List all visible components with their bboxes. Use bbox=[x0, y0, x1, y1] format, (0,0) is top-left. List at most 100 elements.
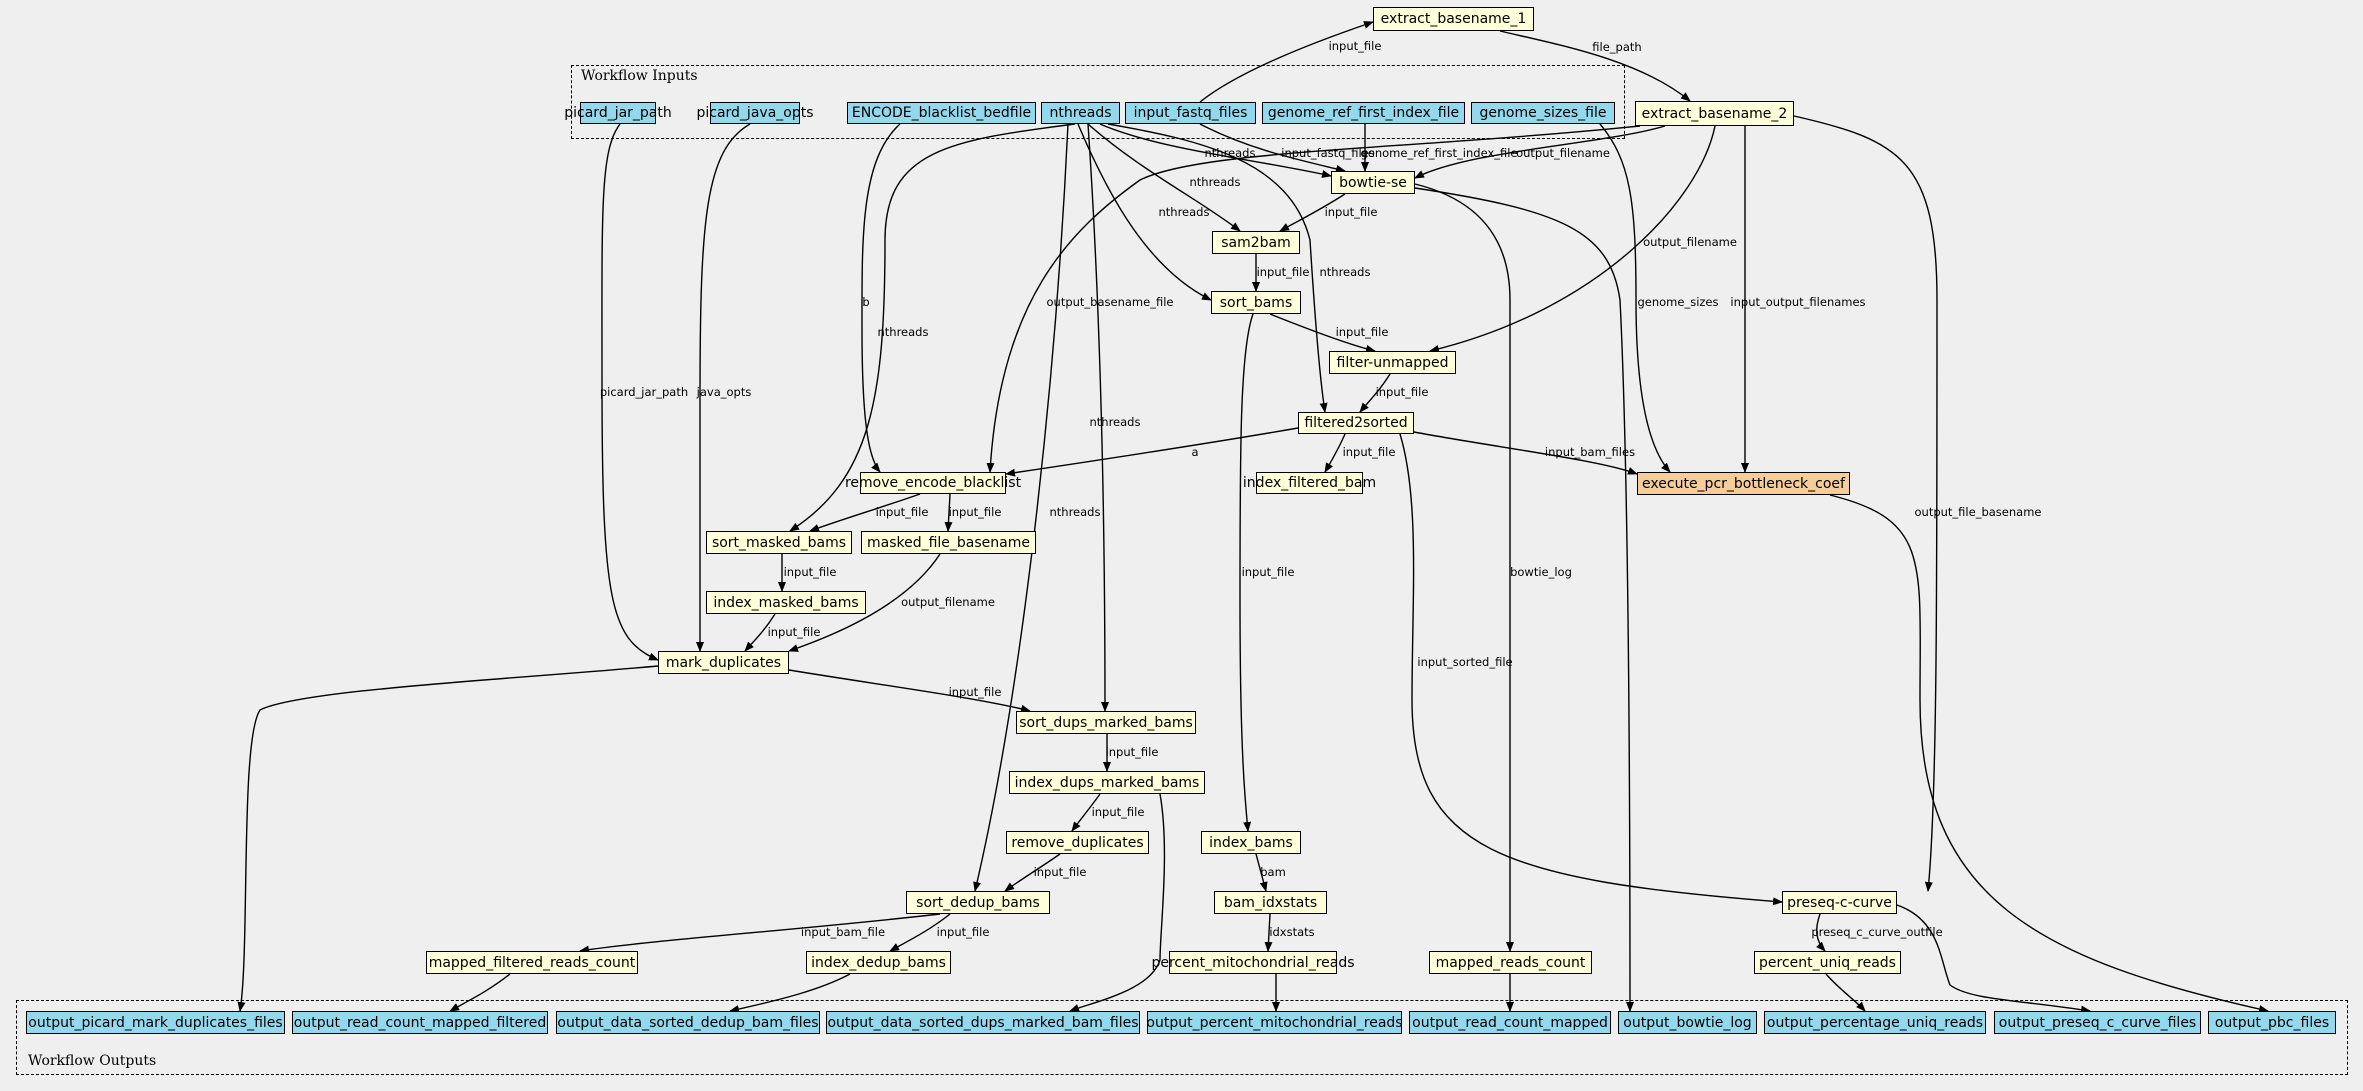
input-node-genome-ref-first-index-file[interactable]: genome_ref_first_index_file bbox=[1262, 102, 1465, 124]
edge-label: input_file bbox=[1329, 39, 1382, 53]
edge-nthreads-to-sort_dups_marked_bams bbox=[1087, 123, 1109, 712]
edge-label: nthreads bbox=[1320, 265, 1371, 279]
output-node-output-bowtie-log[interactable]: output_bowtie_log bbox=[1618, 1011, 1757, 1034]
workflow-inputs-label: Workflow Inputs bbox=[581, 68, 698, 84]
edge-extract_basename_2-to-bowtie_se bbox=[1414, 125, 1666, 179]
input-node-genome-sizes-file[interactable]: genome_sizes_file bbox=[1471, 102, 1615, 124]
input-node-input-fastq-files[interactable]: input_fastq_files bbox=[1125, 102, 1256, 124]
step-node-sort-bams[interactable]: sort_bams bbox=[1211, 291, 1301, 314]
edge-sort_dedup_bams-to-mapped_filtered_reads_count bbox=[579, 913, 941, 954]
step-node-bowtie-se[interactable]: bowtie-se bbox=[1331, 171, 1415, 194]
step-node-filtered2sorted[interactable]: filtered2sorted bbox=[1298, 412, 1414, 434]
step-node-percent-uniq-reads[interactable]: percent_uniq_reads bbox=[1754, 951, 1901, 974]
edge-label: input_file bbox=[1034, 865, 1087, 879]
step-node-preseq-c-curve[interactable]: preseq-c-curve bbox=[1782, 891, 1897, 914]
output-node-output-preseq-c-curve-files[interactable]: output_preseq_c_curve_files bbox=[1994, 1011, 2201, 1034]
edge-index_dedup_bams-to-output_data_sorted_dedup_bam_files bbox=[729, 973, 851, 1013]
step-node-mapped-reads-count[interactable]: mapped_reads_count bbox=[1429, 951, 1592, 974]
edge-bam_idxstats-to-percent_mitochondrial_reads bbox=[1264, 913, 1273, 952]
edge-preseq_c_curve-to-percent_uniq_reads bbox=[1815, 913, 1826, 952]
step-node-index-dedup-bams[interactable]: index_dedup_bams bbox=[806, 951, 951, 974]
step-node-sort-masked-bams[interactable]: sort_masked_bams bbox=[706, 531, 852, 554]
step-node-mark-duplicates[interactable]: mark_duplicates bbox=[658, 651, 789, 674]
step-node-sort-dups-marked-bams[interactable]: sort_dups_marked_bams bbox=[1016, 711, 1196, 734]
input-node-nthreads[interactable]: nthreads bbox=[1041, 102, 1120, 124]
edge-label: nthreads bbox=[1090, 415, 1141, 429]
edge-execute_pcr_bottleneck_coef-to-output_pbc_files bbox=[1829, 494, 2269, 1013]
edge-label: input_sorted_file bbox=[1417, 655, 1512, 669]
step-node-mapped-filtered-reads-count[interactable]: mapped_filtered_reads_count bbox=[426, 951, 638, 974]
edge-label: b bbox=[862, 295, 869, 309]
workflow-outputs-cluster bbox=[16, 1000, 2348, 1075]
edge-sort_bams-to-index_bams bbox=[1239, 313, 1254, 832]
edge-input_fastq_files-to-extract_basename_1 bbox=[1199, 21, 1374, 103]
step-node-percent-mitochondrial-reads[interactable]: percent_mitochondrial_reads bbox=[1151, 951, 1355, 974]
output-node-output-read-count-mapped[interactable]: output_read_count_mapped bbox=[1409, 1011, 1611, 1034]
edge-label: output_file_basename bbox=[1915, 505, 2042, 519]
edge-percent_uniq_reads-to-output_percentage_uniq_reads bbox=[1825, 973, 1866, 1012]
edge-label: input_file bbox=[784, 565, 837, 579]
output-node-output-data-sorted-dups-marked-bam-files[interactable]: output_data_sorted_dups_marked_bam_files bbox=[826, 1011, 1140, 1034]
edge-index_dups_marked_bams-to-output_data_sorted_dups_marked_bam_files bbox=[1069, 793, 1166, 1012]
output-node-output-picard-mark-duplicates-files[interactable]: output_picard_mark_duplicates_files bbox=[26, 1011, 285, 1034]
step-node-index-bams[interactable]: index_bams bbox=[1201, 831, 1301, 854]
edge-mapped_filtered_reads_count-to-output_read_count_mapped_filtered bbox=[449, 973, 511, 1012]
edge-label: input_file bbox=[937, 925, 990, 939]
edge-extract_basename_2-to-preseq_c_curve bbox=[1793, 115, 1938, 892]
edge-bowtie_se-to-output_bowtie_log bbox=[1414, 187, 1634, 1012]
edge-filter_unmapped-to-filtered2sorted bbox=[1359, 373, 1391, 413]
edge-label: preseq_c_curve_outfile bbox=[1811, 925, 1942, 939]
edge-input_fastq_files-to-bowtie_se bbox=[1199, 123, 1346, 173]
edge-nthreads-to-filtered2sorted bbox=[1107, 123, 1328, 413]
step-node-index-masked-bams[interactable]: index_masked_bams bbox=[706, 591, 866, 614]
edge-nthreads-to-sort_masked_bams bbox=[789, 123, 1076, 532]
edge-index_bams-to-bam_idxstats bbox=[1255, 853, 1268, 892]
step-node-sort-dedup-bams[interactable]: sort_dedup_bams bbox=[906, 891, 1050, 914]
edge-label: input_file bbox=[876, 505, 929, 519]
edge-label: input_file bbox=[1257, 265, 1310, 279]
edge-index_masked_bams-to-mark_duplicates bbox=[744, 613, 776, 652]
input-node-picard-java-opts[interactable]: picard_java_opts bbox=[696, 102, 814, 124]
workflow-inputs-cluster bbox=[571, 65, 1625, 139]
output-node-output-percentage-uniq-reads[interactable]: output_percentage_uniq_reads bbox=[1764, 1011, 1986, 1034]
step-node-index-filtered-bam[interactable]: index_filtered_bam bbox=[1243, 472, 1376, 494]
output-node-output-pbc-files[interactable]: output_pbc_files bbox=[2208, 1011, 2336, 1034]
edge-label: input_fastq_files bbox=[1281, 146, 1374, 160]
output-node-output-data-sorted-dedup-bam-files[interactable]: output_data_sorted_dedup_bam_files bbox=[556, 1011, 820, 1034]
step-node-bam-idxstats[interactable]: bam_idxstats bbox=[1214, 891, 1327, 914]
edge-label: input_file bbox=[949, 505, 1002, 519]
step-node-index-dups-marked-bams[interactable]: index_dups_marked_bams bbox=[1009, 771, 1205, 794]
output-node-output-percent-mitochondrial-reads[interactable]: output_percent_mitochondrial_reads bbox=[1146, 1011, 1403, 1034]
edge-nthreads-to-sam2bam bbox=[1087, 123, 1241, 232]
edge-label: output_basename_file bbox=[1047, 295, 1174, 309]
edge-extract_basename_1-to-extract_basename_2 bbox=[1499, 30, 1691, 102]
step-node-masked-file-basename[interactable]: masked_file_basename bbox=[861, 531, 1036, 554]
edge-sort_dedup_bams-to-index_dedup_bams bbox=[889, 913, 951, 952]
edge-masked_file_basename-to-mark_duplicates bbox=[788, 553, 941, 652]
input-node-encode-blacklist-bedfile[interactable]: ENCODE_blacklist_bedfile bbox=[847, 102, 1036, 124]
edge-label: input_file bbox=[1376, 385, 1429, 399]
edge-label: bowtie_log bbox=[1510, 565, 1572, 579]
edge-label: input_output_filenames bbox=[1730, 295, 1865, 309]
subworkflow-node-execute-pcr-bottleneck-coef[interactable]: execute_pcr_bottleneck_coef bbox=[1637, 472, 1850, 495]
edge-label: input_bam_files bbox=[1545, 445, 1635, 459]
step-node-extract-basename-1[interactable]: extract_basename_1 bbox=[1373, 7, 1534, 31]
edge-label: input_file bbox=[1343, 445, 1396, 459]
output-node-output-read-count-mapped-filtered[interactable]: output_read_count_mapped_filtered bbox=[292, 1011, 548, 1034]
input-node-picard-jar-path[interactable]: picard_jar_path bbox=[564, 102, 672, 124]
edge-picard_jar_path-to-mark_duplicates bbox=[601, 123, 659, 661]
step-node-remove-duplicates[interactable]: remove_duplicates bbox=[1006, 831, 1149, 854]
step-node-filter-unmapped[interactable]: filter-unmapped bbox=[1329, 351, 1456, 374]
edge-label: nthreads bbox=[1190, 175, 1241, 189]
edge-label: input_file bbox=[1325, 205, 1378, 219]
edge-filtered2sorted-to-preseq_c_curve bbox=[1399, 433, 1783, 906]
step-node-sam2bam[interactable]: sam2bam bbox=[1212, 231, 1300, 254]
step-node-remove-encode-blacklist[interactable]: remove_encode_blacklist bbox=[845, 472, 1021, 494]
edge-label: input_file bbox=[949, 685, 1002, 699]
edge-label: input_file bbox=[768, 625, 821, 639]
edge-preseq_c_curve-to-output_preseq_c_curve_files bbox=[1896, 904, 2091, 1014]
edge-label: genome_ref_first_index_file bbox=[1360, 146, 1517, 160]
step-node-extract-basename-2[interactable]: extract_basename_2 bbox=[1635, 101, 1794, 126]
edge-sort_bams-to-filter_unmapped bbox=[1269, 313, 1376, 353]
